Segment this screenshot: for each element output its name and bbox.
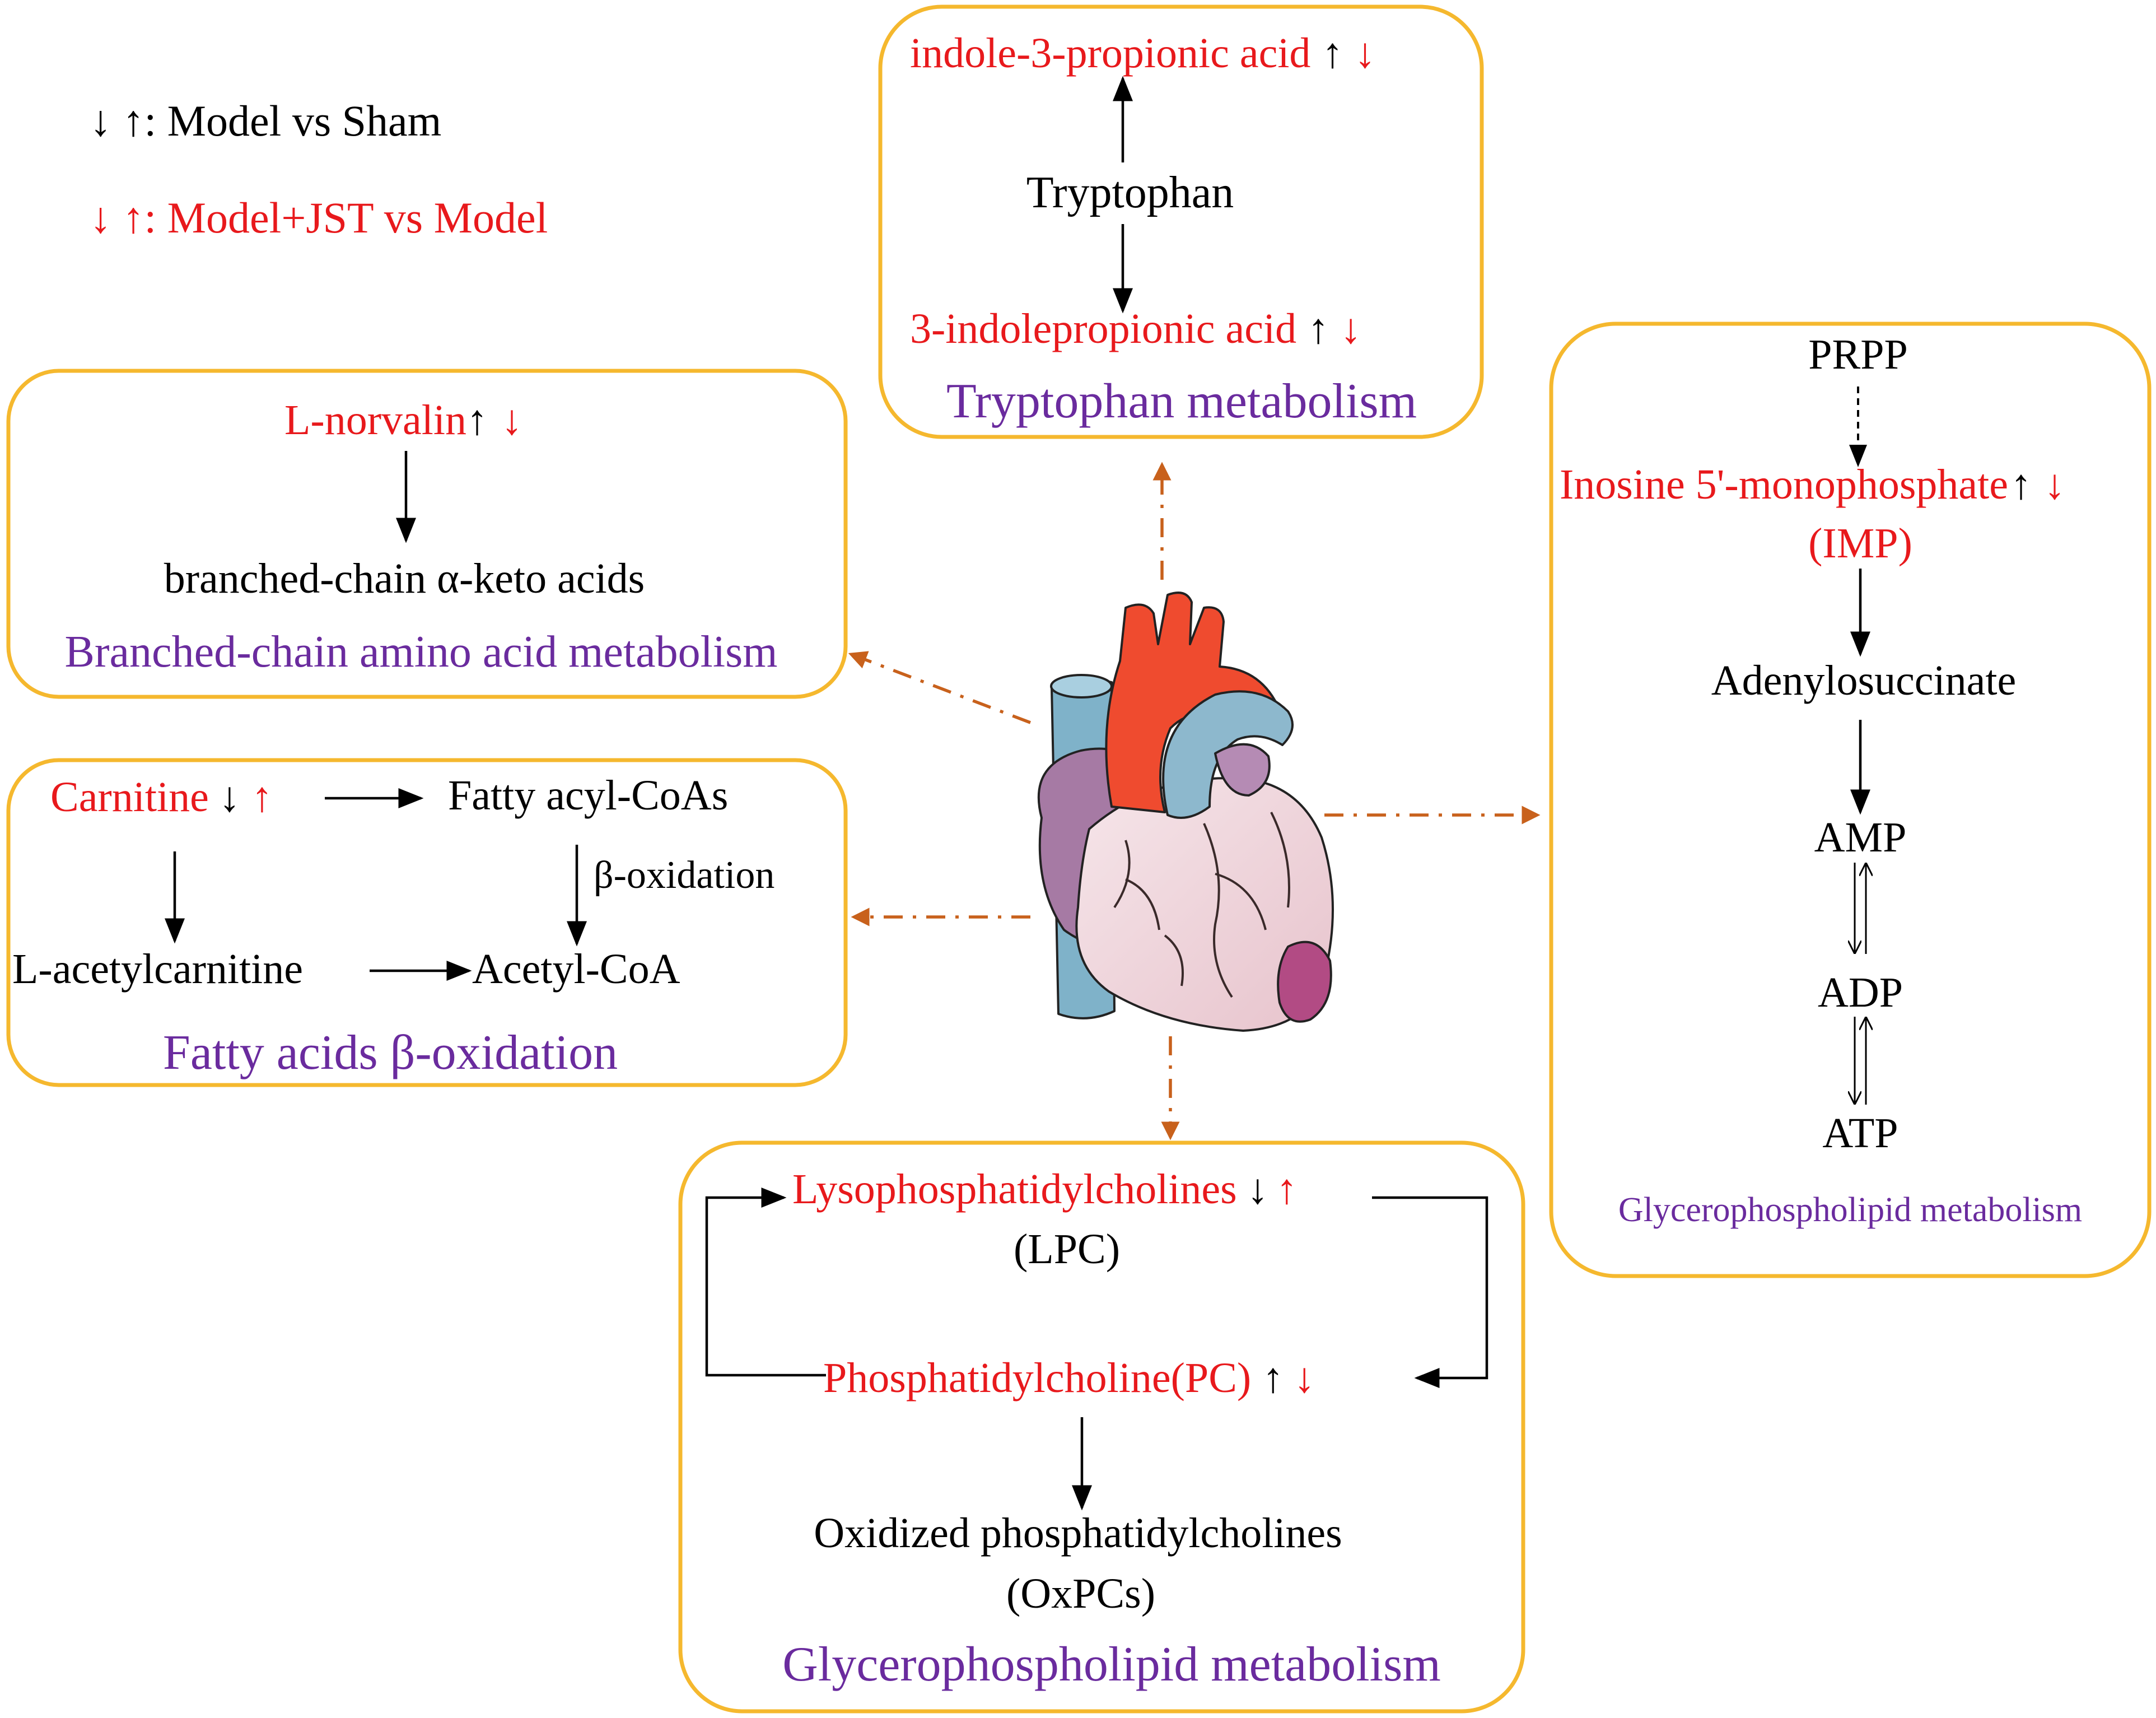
pc-metabolite: Phosphatidylcholine(PC)↑↓ xyxy=(823,1354,1315,1402)
bcaa-box-border xyxy=(6,369,848,699)
prpp: PRPP xyxy=(1808,331,1908,378)
heart-apex xyxy=(1277,941,1332,1023)
fatty-acids-box: Carnitine↓↑ Fatty acyl-CoAs β-oxidation … xyxy=(6,758,848,1087)
legend-model-vs-sham: ↓ ↑: Model vs Sham xyxy=(90,96,441,145)
amp: AMP xyxy=(1814,814,1907,861)
pc-to-lpc-loop-arrow xyxy=(705,1188,826,1377)
legend-model-vs-sham-text: : Model vs Sham xyxy=(144,96,442,145)
purine-box-border xyxy=(1549,322,2152,1278)
lpc-abbreviation: (LPC) xyxy=(1014,1226,1120,1273)
legend-jst-vs-model-text: : Model+JST vs Model xyxy=(144,193,548,242)
oxpc-line2: (OxPCs) xyxy=(1006,1570,1155,1617)
oxpc-line1: Oxidized phosphatidylcholines xyxy=(814,1510,1342,1557)
tryptophan-middle: Tryptophan xyxy=(1026,168,1234,217)
bcaa-bottom-metabolite: branched-chain α-keto acids xyxy=(164,555,645,602)
atp: ATP xyxy=(1822,1110,1898,1157)
pathway-links xyxy=(848,462,1541,1140)
heart-aorta xyxy=(1105,592,1284,813)
tryptophan-top-metabolite: indole-3-propionic acid↑↓ xyxy=(910,30,1375,77)
heart-pulmonary-artery xyxy=(1162,690,1294,819)
adenylosuccinate: Adenylosuccinate xyxy=(1711,657,2016,704)
legend-black-arrows: ↓ ↑ xyxy=(90,96,144,145)
imp-metabolite: Inosine 5'-monophosphate↑↓ xyxy=(1560,461,2065,508)
heart-coronary-vessels xyxy=(1113,812,1290,998)
legend-red-arrows: ↓ ↑ xyxy=(90,193,144,242)
fatty-acids-box-border xyxy=(6,758,848,1087)
fatty-acids-title: Fatty acids β-oxidation xyxy=(163,1026,618,1080)
tryptophan-box-border xyxy=(878,4,1484,439)
fatty-acyl-coas: Fatty acyl-CoAs xyxy=(448,772,728,819)
tryptophan-title: Tryptophan metabolism xyxy=(946,374,1417,429)
heart-right-atrium xyxy=(1214,743,1271,797)
bcaa-title: Branched-chain amino acid metabolism xyxy=(65,627,778,677)
purine-box: PRPP Inosine 5'-monophosphate↑↓ (IMP) Ad… xyxy=(1549,322,2152,1278)
glycerophospholipid-box: Lysophosphatidylcholines↓↑ (LPC) Phospha… xyxy=(678,1140,1525,1714)
legend: ↓ ↑: Model vs Sham ↓ ↑: Model+JST vs Mod… xyxy=(90,96,548,242)
legend-jst-vs-model: ↓ ↑: Model+JST vs Model xyxy=(90,193,548,242)
beta-oxidation-label: β-oxidation xyxy=(594,854,774,897)
bcaa-box: L-norvalin↑↓ branched-chain α-keto acids… xyxy=(6,369,848,699)
carnitine-metabolite: Carnitine↓↑ xyxy=(50,774,273,821)
glycerophospholipid-box-border xyxy=(678,1140,1525,1714)
lpc-metabolite: Lysophosphatidylcholines↓↑ xyxy=(792,1166,1298,1213)
glycerophospholipid-title: Glycerophospholipid metabolism xyxy=(782,1637,1441,1692)
l-acetylcarnitine: L-acetylcarnitine xyxy=(12,946,303,993)
purine-box-title: Glycerophospholipid metabolism xyxy=(1618,1191,2082,1229)
acetyl-coa: Acetyl-CoA xyxy=(472,946,680,993)
link-to-bcaa xyxy=(848,651,1031,724)
adp: ADP xyxy=(1818,969,1903,1016)
tryptophan-box: indole-3-propionic acid↑↓ Tryptophan 3-i… xyxy=(878,4,1484,439)
lpc-to-pc-loop-arrow xyxy=(1372,1196,1488,1388)
imp-abbreviation: (IMP) xyxy=(1808,520,1912,567)
bcaa-top-metabolite: L-norvalin↑↓ xyxy=(284,397,522,444)
tryptophan-bottom-metabolite: 3-indolepropionic acid↑↓ xyxy=(910,305,1361,352)
heart-illustration xyxy=(1037,592,1334,1032)
